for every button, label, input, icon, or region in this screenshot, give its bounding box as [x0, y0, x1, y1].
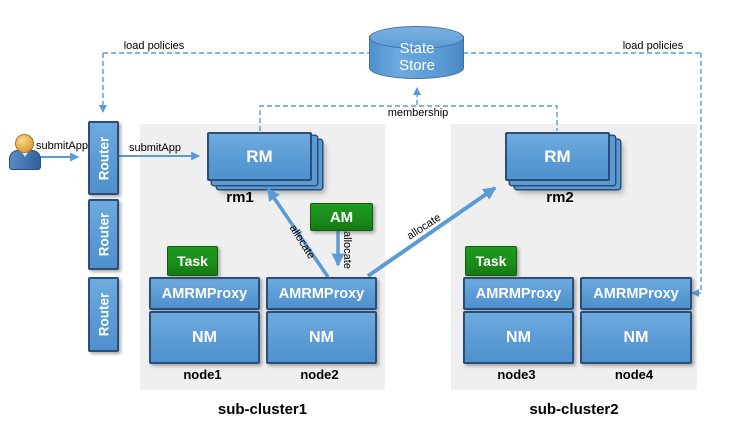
load-policies-label-right: load policies	[622, 40, 684, 52]
state-store-line2: Store	[399, 57, 435, 74]
router-box-2: Router	[88, 199, 119, 270]
load-policies-right-drop	[691, 53, 702, 297]
node2-label: node2	[300, 367, 339, 382]
nm-label: NM	[506, 328, 531, 346]
sub-cluster1-title: sub-cluster1	[217, 401, 308, 418]
task-label: Task	[475, 253, 507, 269]
router-label: Router	[96, 212, 111, 257]
submitapp-label-router: submitApp	[129, 142, 181, 154]
nm-label: NM	[623, 328, 649, 346]
router-label: Router	[96, 292, 111, 337]
rm1-label: RM	[246, 146, 273, 166]
task-box-cluster2: Task	[465, 246, 517, 276]
rm1-name: rm1	[226, 189, 254, 206]
amrmproxy-box-node3: AMRMProxy	[463, 277, 574, 310]
rm2-name: rm2	[546, 189, 574, 206]
am-box: AM	[310, 203, 373, 231]
amrmproxy-label: AMRMProxy	[161, 285, 248, 302]
nm-box-node3: NM	[463, 311, 574, 364]
user-icon	[15, 134, 34, 153]
nm-label: NM	[309, 328, 334, 346]
rm2-box: RM	[505, 132, 610, 181]
membership-line	[259, 105, 558, 131]
load-policies-label-left: load policies	[123, 40, 185, 52]
state-store-line1: State	[399, 40, 435, 57]
amrmproxy-box-node2: AMRMProxy	[266, 277, 377, 310]
amrmproxy-box-node4: AMRMProxy	[580, 277, 692, 310]
amrmproxy-label: AMRMProxy	[278, 285, 365, 302]
allocate-arrow-rm1	[266, 187, 330, 278]
allocate-arrow-rm2	[366, 186, 497, 278]
nm-box-node4: NM	[580, 311, 692, 364]
amrmproxy-label: AMRMProxy	[475, 285, 562, 302]
task-label: Task	[177, 253, 208, 269]
amrmproxy-box-node1: AMRMProxy	[149, 277, 260, 310]
router-box-1: Router	[88, 121, 119, 195]
amrmproxy-label: AMRMProxy	[593, 285, 679, 302]
nm-label: NM	[192, 328, 217, 346]
nm-box-node1: NM	[149, 311, 260, 364]
submitapp-label-user: submitApp	[36, 140, 88, 152]
am-label: AM	[329, 208, 354, 226]
router-box-3: Router	[88, 277, 119, 352]
task-box-cluster1: Task	[167, 246, 218, 276]
node1-label: node1	[183, 367, 222, 382]
node4-label: node4	[614, 367, 654, 382]
router-label: Router	[96, 136, 111, 180]
state-store-cylinder-top	[369, 26, 464, 49]
state-store-label: State Store	[369, 40, 465, 74]
membership-label: membership	[387, 107, 449, 119]
sub-cluster2-title: sub-cluster2	[529, 401, 619, 418]
user-icon-body	[9, 150, 41, 170]
rm2-label: RM	[544, 146, 571, 166]
node3-label: node3	[497, 367, 536, 382]
rm1-box: RM	[207, 132, 312, 181]
nm-box-node2: NM	[266, 311, 377, 364]
